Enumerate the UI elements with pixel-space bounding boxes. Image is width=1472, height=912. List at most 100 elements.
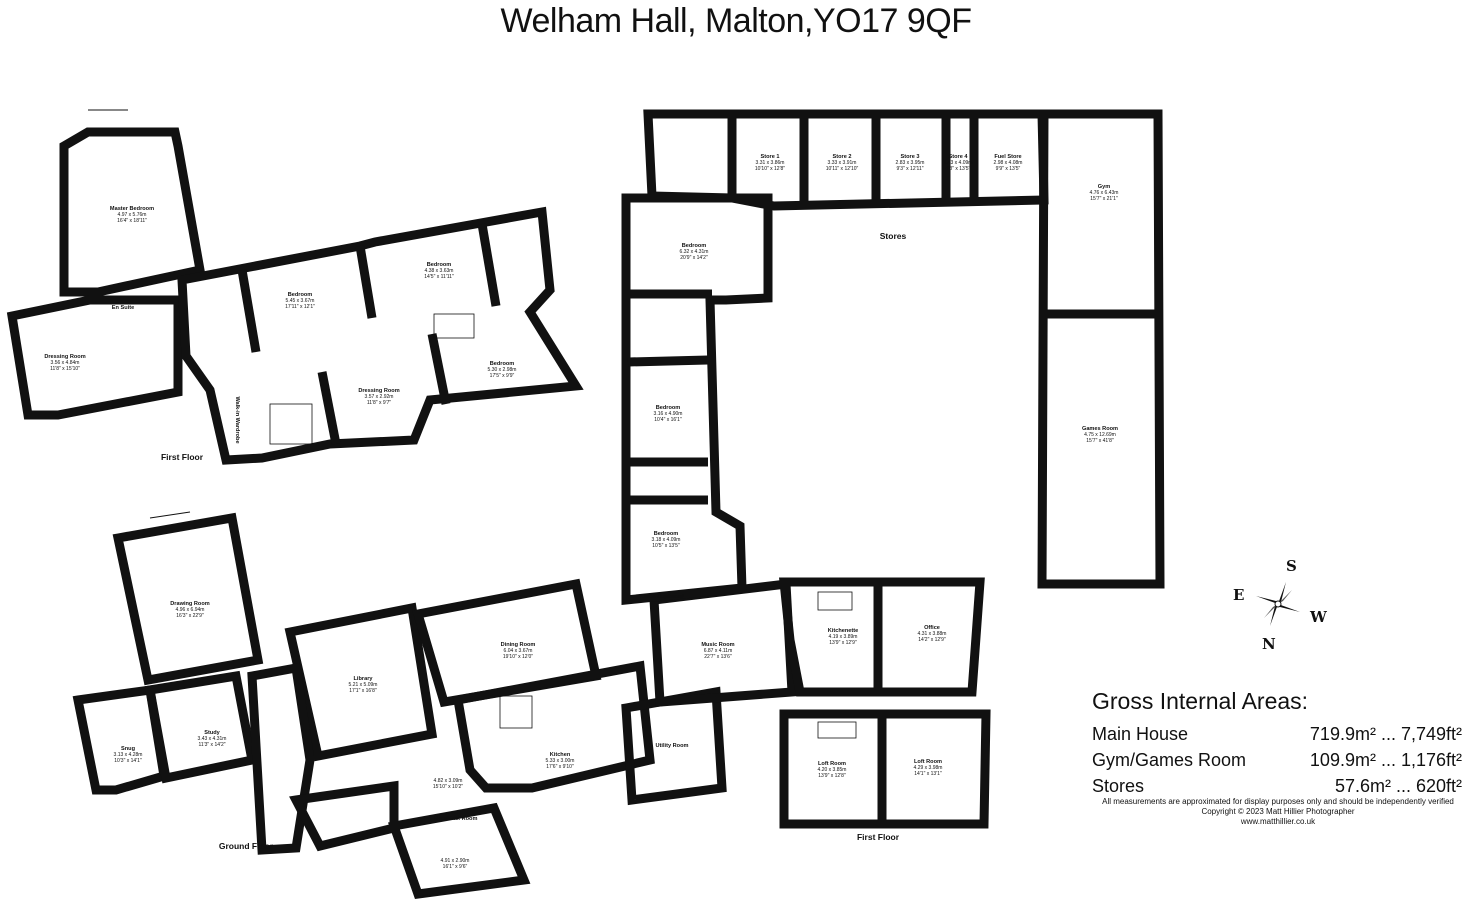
label-master-bedroom: Master Bedroom xyxy=(110,206,154,212)
imperial-master-bedroom: 16'4" x 18'11" xyxy=(117,218,147,224)
imperial-drawing-room: 16'3" x 22'9" xyxy=(176,613,204,619)
dims-kitchen: 5.33 x 3.00m xyxy=(546,758,575,764)
label-bedroom-a: Bedroom xyxy=(288,292,313,298)
compass-needle-1 xyxy=(1278,582,1286,604)
label-library: Library xyxy=(354,676,374,682)
label-study: Study xyxy=(204,730,220,736)
stair-kitchenette xyxy=(817,591,853,611)
area-value: 719.9m² ... 7,749ft² xyxy=(1309,723,1462,744)
label-breakfast-room: Breakfast Room xyxy=(435,816,478,822)
floor-label-first-floor-right: First Floor xyxy=(857,832,900,842)
compass-needle-4 xyxy=(1278,604,1300,612)
imperial-office: 14'2" x 12'9" xyxy=(918,637,946,643)
copyright-text: Copyright © 2023 Matt Hillier Photograph… xyxy=(1201,807,1355,816)
walls xyxy=(6,109,1165,899)
room-labels: Master Bedroom 4.97 x 5.76m 16'4" x 18'1… xyxy=(44,154,1118,870)
label-snug: Snug xyxy=(121,746,136,752)
imperial-store-2: 10'11" x 12'10" xyxy=(826,166,859,172)
imperial-bedroom-f: 10'5" x 13'5" xyxy=(652,543,680,549)
imperial-store-1: 10'10" x 12'8" xyxy=(755,166,785,172)
wall-west-wing xyxy=(621,193,773,605)
area-label: Gym/Games Room xyxy=(1092,749,1247,770)
stairs xyxy=(269,313,857,739)
imperial-breakfast-room: 16'1" x 9'6" xyxy=(443,864,468,870)
label-dining-room: Dining Room xyxy=(501,642,536,648)
compass-e: E xyxy=(1233,586,1244,604)
imperial-loft-room-1: 13'9" x 12'8" xyxy=(818,773,846,779)
imperial-loft-room-2: 14'1" x 13'1" xyxy=(914,771,942,777)
dims-games-room: 4.75 x 12.69m xyxy=(1084,432,1116,438)
areas-heading: Gross Internal Areas: xyxy=(1092,688,1309,714)
disclaimer-text: All measurements are approximated for di… xyxy=(1102,797,1454,806)
imperial-bedroom-c: 17'5" x 9'9" xyxy=(490,373,515,379)
dims-drawing-room: 4.96 x 6.94m xyxy=(176,607,205,613)
wall-internal-5 xyxy=(477,223,501,307)
floor-label-first-floor-left: First Floor xyxy=(161,452,204,462)
compass: S E W N xyxy=(1233,557,1328,653)
wall-kitchen xyxy=(452,660,655,793)
label-utility-room: Utility Room xyxy=(656,743,689,749)
imperial-dining-room: 19'10" x 12'0" xyxy=(503,654,533,660)
dims-bedroom-d: 6.32 x 4.31m xyxy=(680,249,709,255)
windows xyxy=(88,109,1120,897)
label-loft-room-1: Loft Room xyxy=(818,761,846,767)
compass-s: S xyxy=(1286,557,1297,575)
label-fuel-store: Fuel Store xyxy=(994,154,1021,160)
wall-internal-2 xyxy=(237,269,261,353)
label-dressing-room-1: Dressing Room xyxy=(44,354,85,360)
dims-study: 3.43 x 4.31m xyxy=(198,736,227,742)
dims-bedroom-e: 3.16 x 4.90m xyxy=(654,411,683,417)
imperial-snug: 10'3" x 14'1" xyxy=(114,758,142,764)
dims-library: 5.21 x 5.09m xyxy=(349,682,378,688)
dims-loft-room-2: 4.29 x 3.98m xyxy=(914,765,943,771)
stair-first-floor-2 xyxy=(433,313,475,339)
imperial-bedroom-e: 10'4" x 16'1" xyxy=(654,417,682,423)
dims-gym: 4.76 x 6.43m xyxy=(1090,190,1119,196)
wall-dressing-room-1 xyxy=(6,295,183,420)
dims-breakfast-room: 4.91 x 2.90m xyxy=(441,858,470,864)
dims-dining-room: 6.04 x 3.67m xyxy=(504,648,533,654)
imperial-fuel-store: 9'9" x 13'5" xyxy=(996,166,1021,172)
label-music-room: Music Room xyxy=(701,642,734,648)
label-bedroom-c: Bedroom xyxy=(490,361,515,367)
wall-internal-4 xyxy=(317,371,341,445)
imperial-study: 11'3" x 14'2" xyxy=(198,742,225,748)
label-bedroom-f: Bedroom xyxy=(654,531,679,537)
dims-store-1: 3.31 x 3.86m xyxy=(756,160,785,166)
dims-master-bedroom: 4.97 x 5.76m xyxy=(118,212,147,218)
compass-needle-6 xyxy=(1264,604,1278,618)
website-link[interactable]: www.matthillier.co.uk xyxy=(1240,817,1316,826)
area-label: Stores xyxy=(1092,775,1145,796)
label-store-3: Store 3 xyxy=(901,154,920,160)
stair-loft xyxy=(817,721,857,739)
imperial-dressing-room-1: 11'8" x 15'10" xyxy=(50,366,80,372)
compass-needle-2 xyxy=(1270,604,1278,626)
imperial-games-room: 15'7" x 41'8" xyxy=(1086,438,1114,444)
label-walk-in-wardrobe: Walk-in Wardrobe xyxy=(234,396,240,443)
label-drawing-room: Drawing Room xyxy=(170,601,209,607)
label-kitchenette: Kitchenette xyxy=(828,628,858,634)
area-row: Main House 719.9m² ... 7,749ft² xyxy=(1092,721,1472,747)
imperial-store-3: 9'3" x 12'11" xyxy=(896,166,923,172)
dims-kitchenette: 4.19 x 3.89m xyxy=(829,634,858,640)
label-store-1: Store 1 xyxy=(761,154,780,160)
label-bedroom-e: Bedroom xyxy=(656,405,681,411)
wall-loft xyxy=(779,709,991,829)
dims-dressing-room-2: 3.57 x 2.92m xyxy=(365,394,394,400)
wall-kitchenette-office xyxy=(779,577,985,697)
label-linen-cupboard: Linen Cupboard xyxy=(641,594,684,600)
imperial-bedroom-b: 14'5" x 11'11" xyxy=(424,274,454,280)
floor-label-ground-floor: Ground Floor xyxy=(219,841,274,851)
label-bedroom-d: Bedroom xyxy=(682,243,707,249)
dims-store-2: 3.33 x 3.91m xyxy=(828,160,857,166)
dims-bedroom-f: 3.18 x 4.09m xyxy=(652,537,681,543)
label-en-suite: En Suite xyxy=(112,305,134,311)
wall-library xyxy=(284,602,438,762)
wall-snug xyxy=(72,684,170,795)
imperial-kitchenette: 13'9" x 12'9" xyxy=(829,640,857,646)
compass-needle-5 xyxy=(1278,590,1292,604)
wall-internal-1 xyxy=(355,245,377,319)
compass-w: W xyxy=(1309,608,1328,626)
wall-internal-3 xyxy=(427,333,451,405)
